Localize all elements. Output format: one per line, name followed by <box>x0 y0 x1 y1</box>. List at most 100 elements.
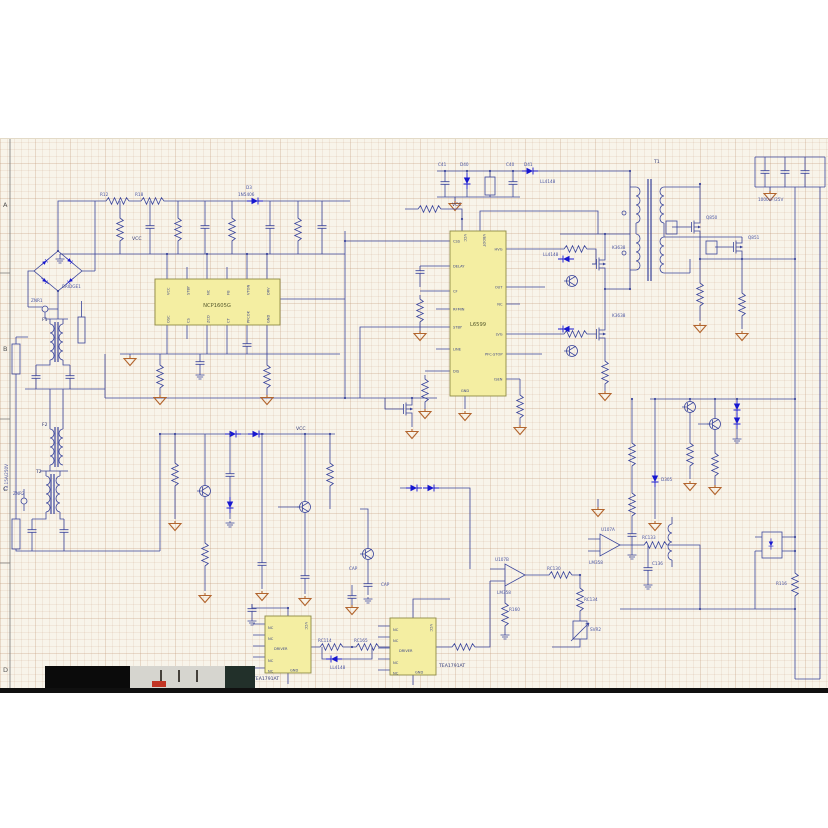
capacitor-symbol <box>59 524 69 538</box>
capacitor-symbol <box>31 370 41 384</box>
part-label: D305 <box>661 477 673 482</box>
junction-dot <box>265 252 269 256</box>
capacitor-symbol <box>415 265 425 279</box>
fuse2-body <box>77 316 86 344</box>
part-label: HVG <box>495 248 503 252</box>
pfc-ic-body <box>154 278 281 326</box>
resistor-symbol <box>628 488 636 521</box>
part-label: D40 <box>460 162 469 167</box>
mosfet-symbol <box>728 236 744 258</box>
part-label: CT <box>227 317 231 323</box>
resistor-symbol <box>156 360 164 393</box>
part-label: LM358 <box>589 560 603 565</box>
part-label: NC <box>393 639 399 643</box>
part-label: GND <box>415 671 423 675</box>
opamp-a <box>599 533 621 557</box>
part-label: DIS <box>453 370 460 374</box>
resistor-symbol <box>174 213 182 246</box>
part-label: VCC <box>452 202 462 208</box>
junction-dot <box>698 607 702 611</box>
ground-symbol <box>627 552 637 560</box>
part-label: DRIVER <box>399 649 413 653</box>
part-label: ISEN <box>494 378 503 382</box>
part-label: F1 <box>42 317 48 323</box>
part-label: RC130 <box>547 566 561 571</box>
part-label: D <box>3 666 8 674</box>
resistor-symbol <box>101 197 134 205</box>
part-label: U107B <box>495 557 509 562</box>
coil-symbol <box>49 323 55 361</box>
resistor-symbol <box>447 643 480 651</box>
part-label: L6599 <box>470 322 486 328</box>
capacitor-symbol <box>200 220 210 234</box>
resistor-symbol <box>628 438 636 471</box>
transistor-symbol <box>681 401 696 413</box>
transistor-symbol <box>706 418 721 430</box>
ground-symbol <box>123 355 137 367</box>
coil-symbol <box>659 236 665 274</box>
part-label: C136 <box>652 561 663 566</box>
ground-symbol <box>363 596 373 604</box>
resistor-symbol <box>686 438 694 471</box>
part-label: 1N5406 <box>238 192 255 197</box>
ground-symbol <box>648 520 662 532</box>
part-label: 1000uF/25V <box>758 197 783 202</box>
resistor-symbol <box>116 213 124 246</box>
resistor-symbol <box>711 448 719 481</box>
coil-symbol <box>45 475 51 513</box>
ground-symbol <box>458 410 472 422</box>
artifact-dark-segment <box>45 666 130 688</box>
part-label: C41 <box>438 162 447 167</box>
junction-dot <box>653 397 657 401</box>
ground-symbol <box>591 506 605 518</box>
resistor-symbol <box>601 356 609 389</box>
transistor-symbol <box>563 345 578 357</box>
part-label: C40 <box>506 162 515 167</box>
diode-symbol <box>521 167 539 175</box>
ground-symbol <box>298 595 312 607</box>
capacitor-symbol <box>247 603 257 617</box>
part-label: PFC-STOP <box>485 353 503 357</box>
part-label: NC <box>268 626 274 630</box>
coil-symbol <box>635 233 641 271</box>
ground-symbol <box>418 408 432 420</box>
part-label: NC <box>268 670 274 674</box>
junction-dot <box>698 257 702 261</box>
part-label: NC <box>393 628 399 632</box>
llc-ic-body <box>449 230 507 397</box>
main-transformer <box>621 171 742 289</box>
junction-dot <box>410 396 414 400</box>
part-label: R116 <box>776 581 787 586</box>
ground-symbol <box>683 480 697 492</box>
coil-symbol <box>58 428 64 466</box>
coil-symbol <box>55 475 61 513</box>
resistor-symbol <box>351 643 384 651</box>
mosfet-symbol <box>686 216 702 238</box>
part-label: DELAY <box>453 265 465 269</box>
junction-dot <box>56 289 60 293</box>
capacitor-symbol <box>347 590 357 604</box>
junction-dot <box>793 607 797 611</box>
junction-dot <box>740 257 744 261</box>
part-label: VCC <box>296 426 306 432</box>
photo-bottom-edge <box>0 688 828 693</box>
junction-dot <box>793 257 797 261</box>
part-label: C <box>3 485 8 493</box>
part-label: CF <box>453 290 458 294</box>
resistor-symbol <box>559 245 592 253</box>
ground-symbol <box>260 394 274 406</box>
opamp-b <box>504 563 526 587</box>
ground-symbol <box>198 592 212 604</box>
part-label: STBY <box>453 326 463 330</box>
junction-dot <box>173 432 177 436</box>
diode-symbol <box>463 172 471 190</box>
part-label: RC165 <box>354 638 368 643</box>
diode-symbol <box>405 484 423 492</box>
capacitor-symbol <box>780 165 790 179</box>
junction-dot <box>245 252 249 256</box>
ground-symbol <box>598 390 612 402</box>
artifact-label-segment <box>130 666 225 688</box>
capacitor-symbol <box>145 220 155 234</box>
junction-dot <box>630 397 634 401</box>
part-label: VBOOT <box>482 234 486 248</box>
